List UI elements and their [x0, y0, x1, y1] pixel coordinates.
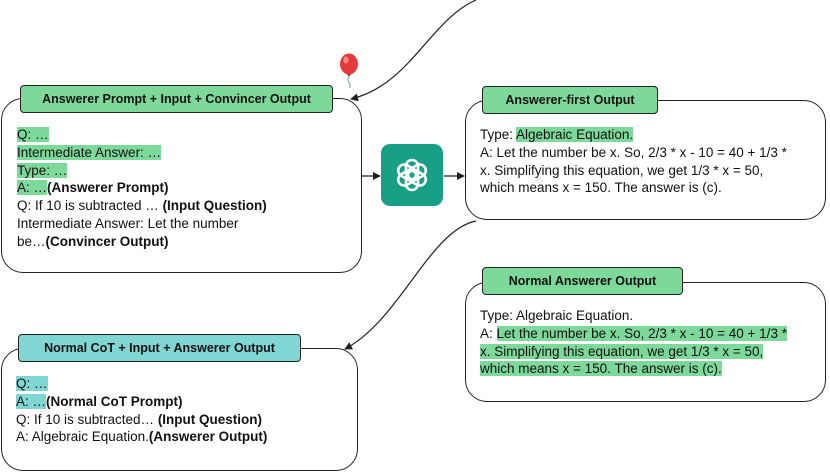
answerer-first-content: Type: Algebraic Equation. A: Let the num… — [480, 126, 787, 197]
cot-line: Q: If 10 is subtracted… (Input Question) — [16, 411, 263, 427]
cot-line: Q: … — [16, 376, 48, 391]
answerer-first-title: Answerer-first Output — [482, 86, 658, 114]
output-line: which means x = 150. The answer is (c). — [480, 361, 722, 377]
answerer-prompt-content: Q: … Intermediate Answer: … Type: … A: …… — [17, 126, 267, 251]
normal-answerer-box — [465, 282, 826, 402]
normal-cot-box — [1, 348, 358, 471]
normal-answerer-title: Normal Answerer Output — [482, 267, 683, 295]
cot-line: A: …(Normal CoT Prompt) — [16, 393, 183, 409]
output-line: which means x = 150. The answer is (c). — [480, 180, 722, 196]
arrow-top-into-answerer-prompt — [350, 0, 477, 102]
answerer-prompt-box — [1, 98, 362, 273]
normal-answerer-content: Type: Algebraic Equation. A: Let the num… — [480, 307, 787, 378]
normal-cot-title: Normal CoT + Input + Answerer Output — [18, 334, 301, 362]
arrow-answerer-first-to-cot — [344, 220, 477, 350]
answerer-prompt-title: Answerer Prompt + Input + Convincer Outp… — [20, 85, 333, 113]
cot-line: A: Algebraic Equation.(Answerer Output) — [16, 429, 268, 445]
prompt-line: A: …(Answerer Prompt) — [17, 180, 169, 196]
normal-cot-content: Q: … A: …(Normal CoT Prompt) Q: If 10 is… — [16, 375, 267, 446]
output-line: Type: Algebraic Equation. — [480, 308, 634, 323]
prompt-line: Q: … — [17, 127, 49, 142]
openai-logo-icon — [381, 144, 443, 206]
prompt-line: Intermediate Answer: … — [17, 144, 162, 160]
output-line: A: Let the number be x. So, 2/3 * x - 10… — [480, 144, 787, 160]
output-line: A: Let the number be x. So, 2/3 * x - 10… — [480, 325, 787, 341]
balloon-icon — [340, 53, 358, 89]
prompt-line: be…(Convincer Output) — [17, 233, 169, 249]
output-line: x. Simplifying this equation, we get 1/3… — [480, 343, 764, 359]
prompt-line: Type: … — [17, 162, 68, 178]
output-line: x. Simplifying this equation, we get 1/3… — [480, 162, 764, 178]
answerer-first-box — [465, 100, 826, 220]
output-line: Type: Algebraic Equation. — [480, 127, 634, 142]
prompt-line: Intermediate Answer: Let the number — [17, 215, 239, 231]
prompt-line: Q: If 10 is subtracted … (Input Question… — [17, 198, 267, 214]
